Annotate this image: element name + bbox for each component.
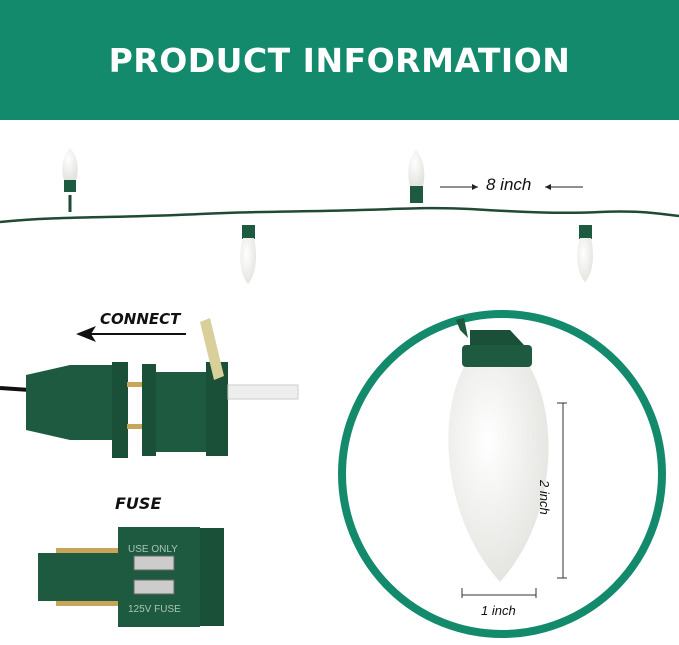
height-dimension-line [557, 402, 567, 579]
header-banner: PRODUCT INFORMATION [0, 0, 679, 120]
spacing-arrow-icon [440, 184, 478, 190]
connect-label: CONNECT [100, 310, 181, 328]
c9-bulb [448, 318, 549, 582]
page-title: PRODUCT INFORMATION [108, 40, 571, 80]
fuse-plug-text: USE ONLY [128, 544, 178, 555]
spacing-label: 8 inch [486, 175, 532, 194]
fuse-plug [38, 527, 224, 627]
fuse-label: FUSE [115, 494, 162, 513]
height-label: 2 inch [537, 480, 552, 515]
spacing-arrow-icon [545, 184, 583, 190]
string-bulb [240, 225, 256, 284]
light-string-wire [0, 206, 679, 224]
width-dimension-line [461, 588, 537, 598]
string-bulb [62, 148, 78, 212]
string-bulb [408, 150, 425, 203]
string-bulb [577, 225, 593, 282]
width-label: 1 inch [481, 603, 516, 618]
female-plug [142, 318, 299, 456]
male-plug [0, 362, 143, 458]
connect-arrow-icon [76, 326, 186, 342]
fuse-plug-text: 125V FUSE [128, 604, 181, 615]
